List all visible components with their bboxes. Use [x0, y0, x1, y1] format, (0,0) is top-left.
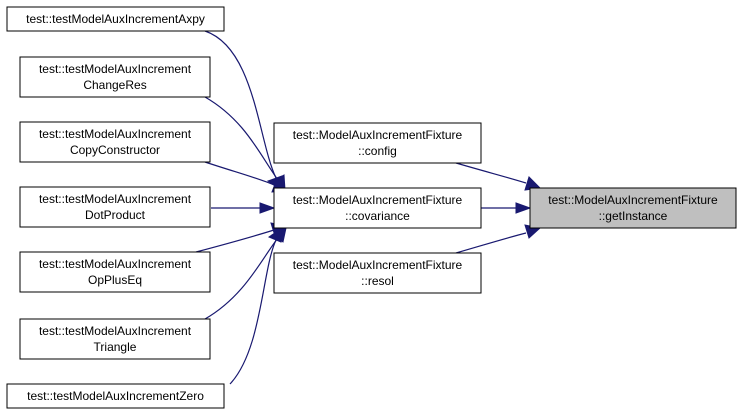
node-label-line-2: ::config [358, 144, 397, 158]
node-test-model-aux-increment-zero[interactable]: test::testModelAuxIncrementZero [6, 383, 225, 409]
edge-resol-to-getinstance [455, 224, 542, 254]
node-test-model-aux-increment-axpy[interactable]: test::testModelAuxIncrementAxpy [6, 6, 225, 32]
node-label-line-1: test::testModelAuxIncrement [39, 127, 192, 141]
node-test-model-aux-increment-triangle[interactable]: test::testModelAuxIncrement Triangle [19, 318, 211, 360]
node-label-line-1: test::testModelAuxIncrement [39, 192, 192, 206]
node-label-line-2: OpPlusEq [88, 273, 142, 287]
node-label-line-1: test::ModelAuxIncrementFixture [293, 193, 463, 207]
node-test-model-aux-increment-copy-constructor[interactable]: test::testModelAuxIncrement CopyConstruc… [19, 121, 211, 163]
node-label-line-1: test::testModelAuxIncrement [39, 62, 192, 76]
node-model-aux-increment-fixture-get-instance[interactable]: test::ModelAuxIncrementFixture ::getInst… [529, 187, 737, 229]
edge-covariance-to-getinstance [481, 202, 532, 214]
edge-dotproduct-to-covariance [211, 202, 276, 214]
node-test-model-aux-increment-op-plus-eq[interactable]: test::testModelAuxIncrement OpPlusEq [19, 251, 211, 293]
node-label-line-1: test::ModelAuxIncrementFixture [548, 193, 718, 207]
node-model-aux-increment-fixture-config[interactable]: test::ModelAuxIncrementFixture ::config [273, 122, 482, 164]
node-model-aux-increment-fixture-covariance[interactable]: test::ModelAuxIncrementFixture ::covaria… [273, 187, 482, 229]
node-label-line-2: ::resol [361, 274, 394, 288]
node-label: test::testModelAuxIncrementAxpy [26, 12, 205, 26]
node-label-line-2: Triangle [94, 340, 137, 354]
node-test-model-aux-increment-dot-product[interactable]: test::testModelAuxIncrement DotProduct [19, 186, 211, 228]
node-label-line-2: CopyConstructor [70, 143, 160, 157]
node-label-line-2: DotProduct [85, 208, 146, 222]
node-label-line-1: test::ModelAuxIncrementFixture [293, 128, 463, 142]
node-label-line-2: ChangeRes [83, 78, 146, 92]
edge-changeres-to-covariance [204, 96, 286, 191]
node-label-line-1: test::testModelAuxIncrement [39, 257, 192, 271]
node-model-aux-increment-fixture-resol[interactable]: test::ModelAuxIncrementFixture ::resol [273, 252, 482, 294]
node-label-line-1: test::ModelAuxIncrementFixture [293, 258, 463, 272]
node-label-line-1: test::testModelAuxIncrement [39, 324, 192, 338]
node-label-line-2: ::covariance [345, 209, 410, 223]
edge-zero-to-covariance [229, 226, 283, 385]
node-label-line-2: ::getInstance [599, 209, 668, 223]
edge-config-to-getinstance [455, 162, 542, 191]
node-test-model-aux-increment-change-res[interactable]: test::testModelAuxIncrement ChangeRes [19, 56, 211, 98]
node-label: test::testModelAuxIncrementZero [27, 389, 204, 403]
